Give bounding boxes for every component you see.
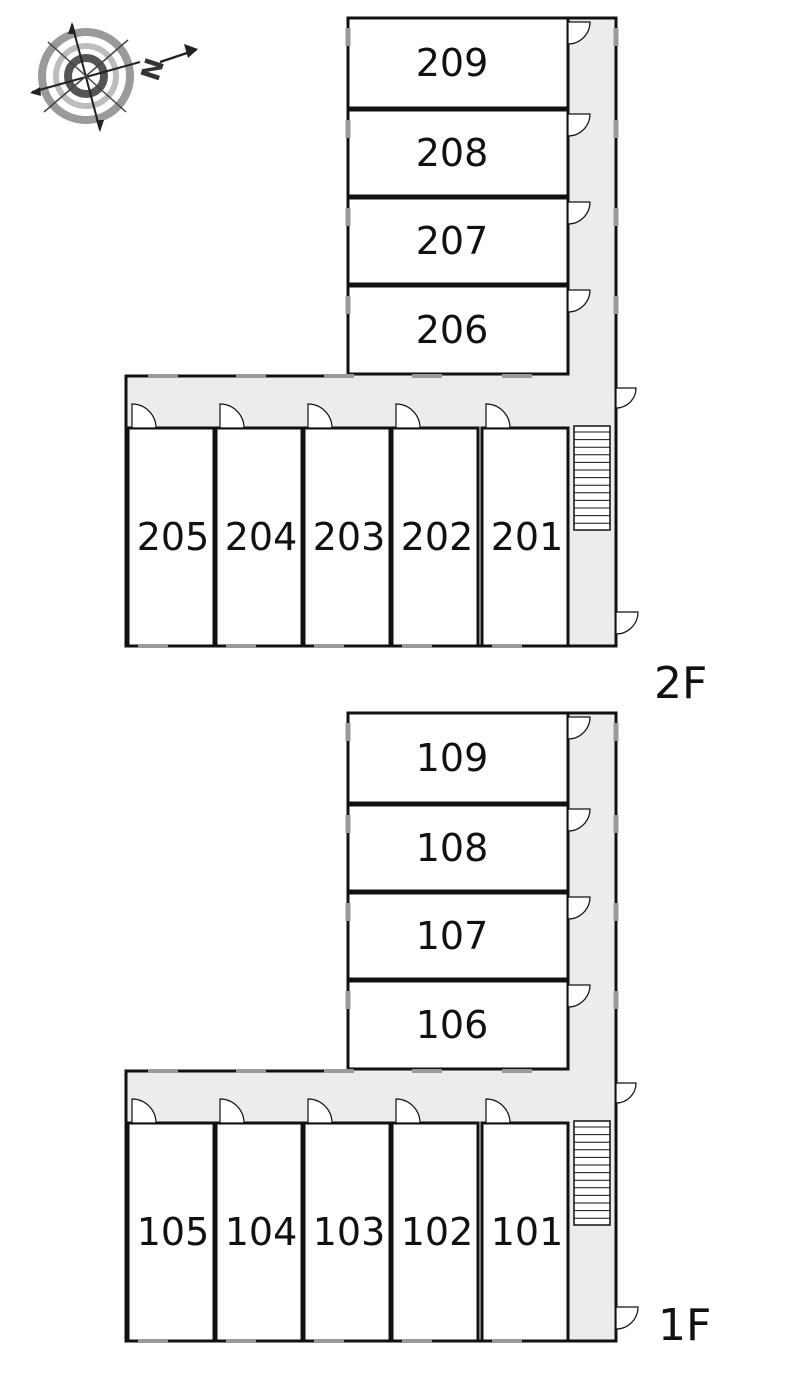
stairs-icon [573,1120,611,1226]
door-icon [567,984,591,1008]
door-icon [307,403,333,429]
door-icon [395,1098,421,1124]
door-icon [395,403,421,429]
door-icon [567,21,591,45]
stairs-icon [573,425,611,531]
room-label: 201 [491,515,564,559]
room-label: 107 [416,914,489,958]
room-106 [346,979,570,1071]
door-icon [219,403,245,429]
door-icon [567,716,591,740]
floor-2f: 209 208 207 206 205 204 203 202 201 2F [124,16,707,709]
room-204 [214,426,304,648]
door-icon [485,403,511,429]
door-icon [567,289,591,313]
floor-1f: 109 108 107 106 105 104 103 102 101 1F [124,711,711,1351]
room-203 [302,426,392,648]
room-label: 108 [416,826,489,870]
room-label: 101 [491,1210,564,1254]
room-105 [126,1121,216,1343]
room-label: 207 [416,219,489,263]
room-206 [346,284,570,376]
floor-label: 1F [658,1300,711,1351]
room-209 [346,16,570,110]
door-icon [567,896,591,920]
door-icon [615,1082,637,1104]
room-108 [346,803,570,893]
room-201 [480,426,570,648]
room-label: 202 [401,515,474,559]
door-icon [307,1098,333,1124]
room-208 [346,108,570,198]
room-label: 105 [137,1210,210,1254]
door-icon [485,1098,511,1124]
floor-label: 2F [654,658,707,709]
room-label: 204 [225,515,298,559]
room-102 [390,1121,480,1343]
room-label: 109 [416,736,489,780]
door-icon [567,201,591,225]
room-107 [346,891,570,981]
room-label: 103 [313,1210,386,1254]
room-label: 203 [313,515,386,559]
door-icon [131,1098,157,1124]
room-label: 102 [401,1210,474,1254]
door-icon [567,113,591,137]
room-103 [302,1121,392,1343]
room-104 [214,1121,304,1343]
room-202 [390,426,480,648]
room-101 [480,1121,570,1343]
room-label: 208 [416,131,489,175]
door-icon [615,1306,639,1330]
door-icon [567,808,591,832]
door-icon [615,387,637,409]
room-label: 106 [416,1003,489,1047]
room-label: 206 [416,308,489,352]
room-label: 104 [225,1210,298,1254]
room-205 [126,426,216,648]
door-icon [219,1098,245,1124]
compass-rose-icon: N [30,22,198,132]
door-icon [131,403,157,429]
door-icon [615,611,639,635]
room-207 [346,196,570,286]
room-label: 209 [416,41,489,85]
room-label: 205 [137,515,210,559]
room-109 [346,711,570,805]
